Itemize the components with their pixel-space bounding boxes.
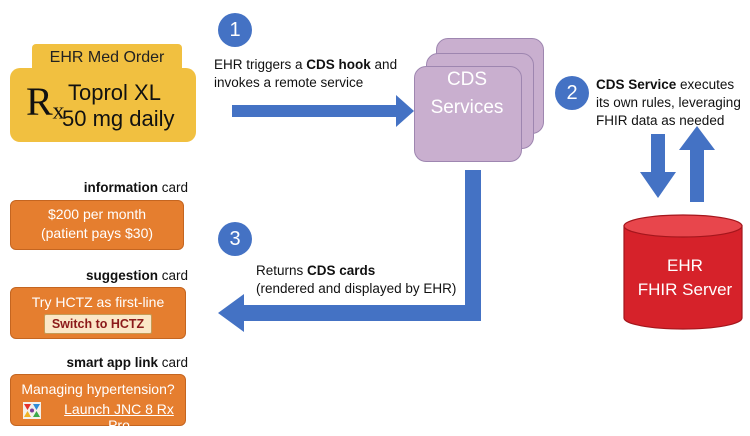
cds-label-line: Services xyxy=(430,97,504,118)
smart-card-title: smart app link card xyxy=(10,355,188,370)
step-3-caption: Returns CDS cards (rendered and displaye… xyxy=(256,262,476,298)
caption-bold: CDS hook xyxy=(306,57,371,72)
med-order-card xyxy=(10,68,196,142)
information-card-title: information card xyxy=(10,180,188,195)
ehr-cylinder xyxy=(623,214,743,330)
card-title-rest: card xyxy=(157,268,188,283)
caption-text: invokes a remote service xyxy=(214,75,364,90)
card-title-bold: information xyxy=(83,180,158,195)
cds-service-card-front xyxy=(414,66,522,162)
up-arrow xyxy=(679,126,715,202)
launch-jnc8-link[interactable]: Launch JNC 8 Rx Pro xyxy=(64,401,174,433)
order-drug-name: Toprol XL xyxy=(68,80,161,105)
caption-text: EHR triggers a xyxy=(214,57,307,72)
caption-text: and xyxy=(370,57,398,72)
suggestion-card: Try HCTZ as first-line Switch to HCTZ xyxy=(10,287,186,339)
smart-app-link-card: Managing hypertension? Launch JNC 8 Rx P… xyxy=(10,374,186,433)
card-title-bold: suggestion xyxy=(85,268,158,283)
caption-text: executes xyxy=(676,77,735,92)
caption-text: FHIR data as needed xyxy=(596,113,725,128)
step-1-caption: EHR triggers a CDS hook and invokes a re… xyxy=(214,56,414,92)
suggestion-text: Try HCTZ as first-line xyxy=(31,294,165,310)
down-arrow xyxy=(640,134,676,198)
card-title-rest: card xyxy=(157,180,188,195)
return-arrow xyxy=(218,170,481,332)
information-card-line: $200 per month xyxy=(47,206,147,222)
step-3-badge: 3 xyxy=(218,222,252,256)
caption-text: (rendered and displayed by EHR) xyxy=(256,281,457,296)
step-2-caption: CDS Service executes its own rules, leve… xyxy=(596,76,746,130)
card-title-rest: card xyxy=(157,355,188,370)
smart-card-text: Managing hypertension? xyxy=(21,381,175,397)
ehr-label-line: EHR xyxy=(667,256,703,275)
step-2-badge: 2 xyxy=(555,76,589,110)
ehr-label-line: FHIR Server xyxy=(637,280,733,299)
trigger-arrow xyxy=(232,95,414,127)
rx-icon: Rₓ xyxy=(26,79,65,124)
caption-bold: CDS Service xyxy=(596,77,677,92)
card-title-bold: smart app link xyxy=(66,355,158,370)
switch-to-hctz-button[interactable]: Switch to HCTZ xyxy=(44,314,152,334)
caption-text: its own rules, leveraging xyxy=(596,95,741,110)
ehr-server-label: EHR FHIR Server xyxy=(630,254,740,302)
information-card: $200 per month (patient pays $30) xyxy=(10,200,184,250)
smart-app-logo-icon xyxy=(23,402,41,419)
caption-bold: CDS cards xyxy=(307,263,376,278)
information-card-line: (patient pays $30) xyxy=(40,225,154,241)
caption-text: Returns xyxy=(256,263,308,278)
cds-services-label: CDS Services xyxy=(414,62,520,122)
order-dose: 50 mg daily xyxy=(62,106,175,131)
suggestion-card-title: suggestion card xyxy=(10,268,188,283)
step-1-badge: 1 xyxy=(218,13,252,47)
cds-label-line: CDS xyxy=(446,69,488,90)
med-order-tab: EHR Med Order xyxy=(32,44,182,71)
